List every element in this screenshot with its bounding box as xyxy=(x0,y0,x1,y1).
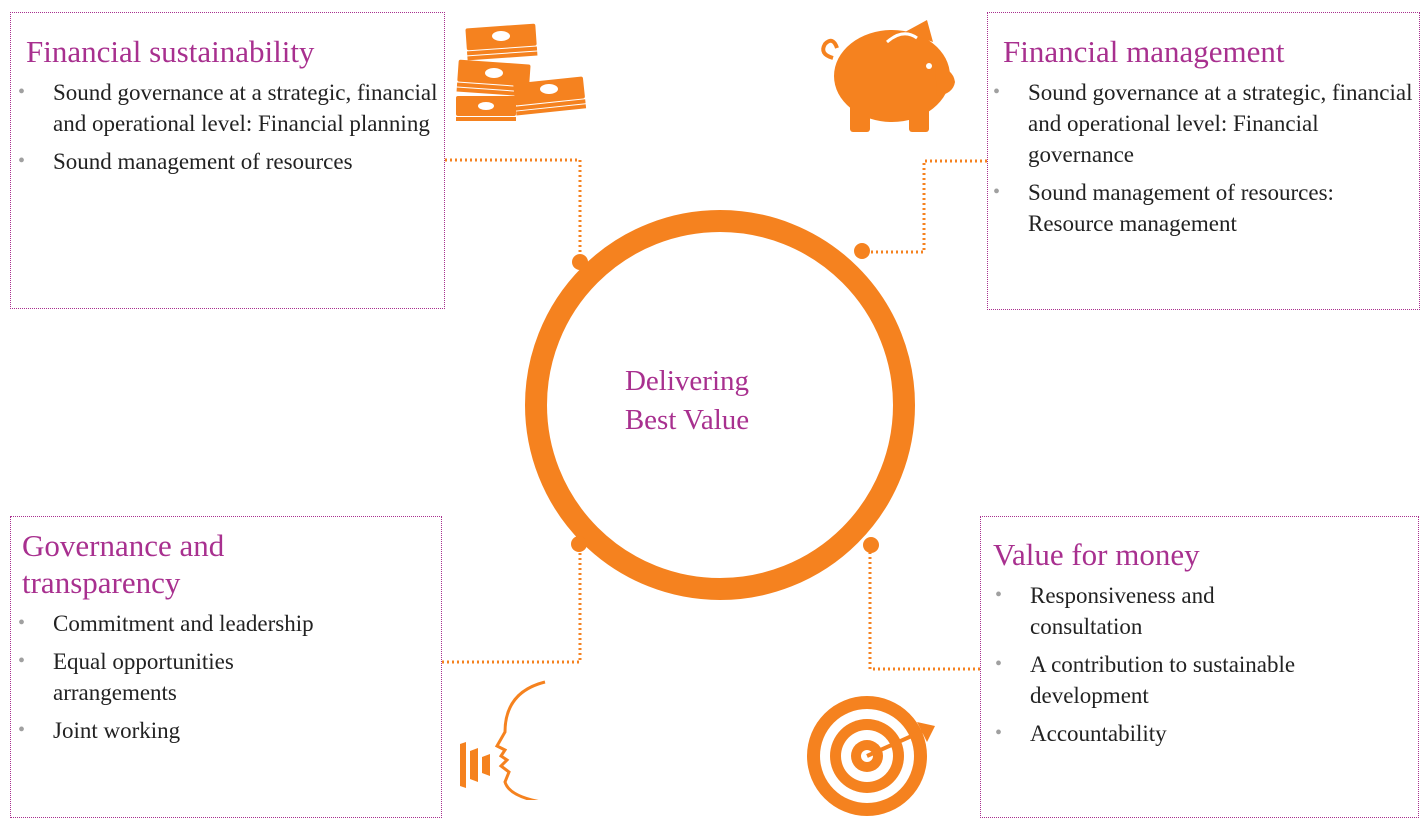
list-item: A contribution to sustainable developmen… xyxy=(995,649,1350,711)
financial-management-title: Financial management xyxy=(1003,34,1285,69)
target-arrow-icon xyxy=(807,696,935,816)
piggy-bank-icon xyxy=(821,20,955,132)
ring-dot-top-right xyxy=(854,243,870,259)
connector-bottom-right xyxy=(868,545,980,671)
list-item: Sound governance at a strategic, financi… xyxy=(993,77,1419,170)
financial-sustainability-title: Financial sustainability xyxy=(26,34,315,69)
list-item: Sound management of resources xyxy=(18,146,444,177)
list-item: Equal opportunities arrangements xyxy=(18,646,293,708)
connector-bottom-left xyxy=(442,545,582,664)
center-ring xyxy=(525,210,915,600)
list-item: Joint working xyxy=(18,715,441,746)
ring-dot-top-left xyxy=(572,254,588,270)
connector-top-right xyxy=(862,159,987,254)
connector-top-left xyxy=(445,158,582,262)
list-item: Commitment and leadership xyxy=(18,608,441,639)
financial-management-box: Financial management Sound governance at… xyxy=(987,12,1420,310)
governance-transparency-title: Governance and transparency xyxy=(22,528,225,600)
list-item: Sound management of resources: Resource … xyxy=(993,177,1419,239)
money-stack-icon xyxy=(456,23,587,121)
value-for-money-title: Value for money xyxy=(993,537,1200,572)
center-label: Delivering Best Value xyxy=(582,362,792,440)
financial-sustainability-box: Financial sustainability Sound governanc… xyxy=(10,12,445,309)
speaking-head-icon xyxy=(460,680,546,800)
ring-dot-bottom-left xyxy=(571,536,587,552)
value-for-money-list: Responsiveness and consultation A contri… xyxy=(995,580,1418,749)
list-item: Responsiveness and consultation xyxy=(995,580,1270,642)
ring-dot-bottom-right xyxy=(863,537,879,553)
governance-transparency-list: Commitment and leadership Equal opportun… xyxy=(18,608,441,746)
center-label-line2: Best Value xyxy=(624,404,750,436)
list-item: Sound governance at a strategic, financi… xyxy=(18,77,444,139)
list-item: Accountability xyxy=(995,718,1418,749)
financial-management-list: Sound governance at a strategic, financi… xyxy=(993,77,1419,239)
center-label-line1: Delivering xyxy=(624,365,749,397)
value-for-money-box: Value for money Responsiveness and consu… xyxy=(980,516,1419,818)
financial-sustainability-list: Sound governance at a strategic, financi… xyxy=(18,77,444,177)
governance-transparency-box: Governance and transparency Commitment a… xyxy=(10,516,442,818)
